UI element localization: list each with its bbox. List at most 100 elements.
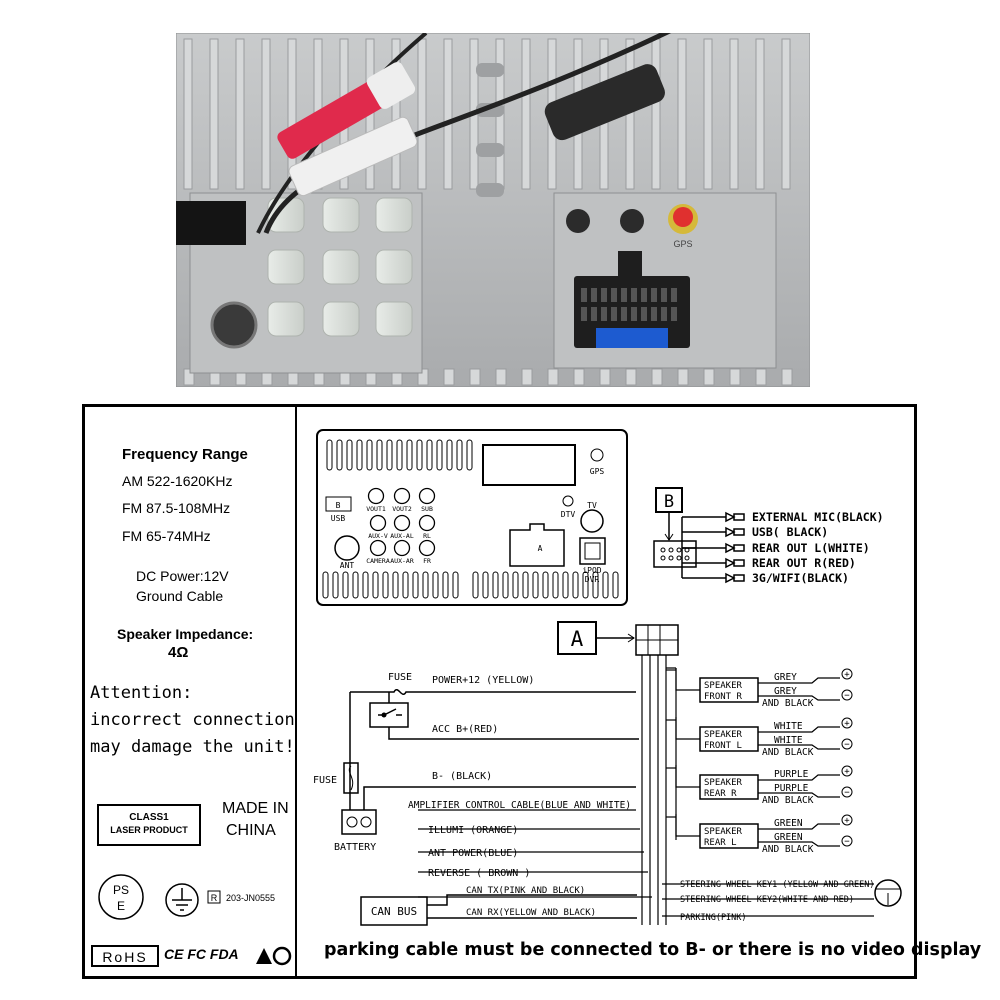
am-range: AM 522-1620KHz xyxy=(122,473,233,489)
cert-code: 203-JN0555 xyxy=(226,893,275,903)
rca-jack xyxy=(267,301,305,337)
frequency-range-title: Frequency Range xyxy=(122,446,248,463)
fin xyxy=(755,38,765,190)
gps-photo-label: GPS xyxy=(673,239,692,249)
fin xyxy=(781,38,791,190)
fin xyxy=(261,38,271,190)
fin xyxy=(469,368,481,386)
pse-text-line2: E xyxy=(117,899,125,913)
fin xyxy=(573,368,585,386)
parking-warning: parking cable must be connected to B- or… xyxy=(324,940,982,960)
white-rca-plug xyxy=(288,116,418,197)
cert-marks-row: PS R 203-JN0555 E xyxy=(98,874,275,920)
fin xyxy=(521,38,531,190)
fin xyxy=(183,38,193,190)
rohs-box: RoHS xyxy=(91,945,159,967)
fin xyxy=(417,368,429,386)
rca-jack xyxy=(267,249,305,285)
harness-pin xyxy=(581,307,587,321)
mount-slot xyxy=(476,143,504,157)
harness-pin xyxy=(601,288,607,302)
harness-pin xyxy=(611,307,617,321)
harness-pin xyxy=(631,288,637,302)
harness-pin xyxy=(641,307,647,321)
fin xyxy=(443,368,455,386)
ground-cable: Ground Cable xyxy=(136,588,224,604)
rca-jack xyxy=(322,249,360,285)
speaker-impedance-label: Speaker Impedance: xyxy=(117,626,254,642)
harness-pin xyxy=(631,307,637,321)
recycle-icon xyxy=(272,946,292,966)
attention-heading: Attention: xyxy=(90,683,193,703)
fin xyxy=(755,368,767,386)
attention-line-2: incorrect connection xyxy=(90,710,295,730)
fin xyxy=(703,38,713,190)
harness-pin xyxy=(671,288,677,302)
fm-range-1: FM 87.5-108MHz xyxy=(122,500,231,516)
fin xyxy=(209,38,219,190)
label-divider xyxy=(295,407,297,976)
red-rca-plug xyxy=(277,62,416,159)
fin xyxy=(547,368,559,386)
cert-marks: CE FC FDA xyxy=(164,946,239,962)
fin xyxy=(521,368,533,386)
mount-slot xyxy=(476,63,504,77)
fin xyxy=(651,38,661,190)
harness-pin xyxy=(601,307,607,321)
laser-product-text: LASER PRODUCT xyxy=(110,825,188,835)
harness-pin xyxy=(651,288,657,302)
harness-pin xyxy=(621,288,627,302)
harness-pin xyxy=(651,307,657,321)
port-hole xyxy=(620,209,644,233)
speaker-impedance-value: 4Ω xyxy=(168,644,189,661)
fin xyxy=(599,368,611,386)
harness-pin xyxy=(661,307,667,321)
unit-rear-photo: GPS xyxy=(176,33,810,387)
rca-jack xyxy=(322,301,360,337)
fin xyxy=(677,38,687,190)
rca-jack xyxy=(375,197,413,233)
class1-laser-box: CLASS1 LASER PRODUCT xyxy=(97,804,201,846)
rca-connector-grid xyxy=(267,197,413,337)
rca-jack xyxy=(375,249,413,285)
harness-pin xyxy=(641,288,647,302)
weee-icon xyxy=(256,948,272,964)
fin xyxy=(443,38,453,190)
fin xyxy=(235,38,245,190)
pse-icon xyxy=(98,874,144,920)
attention-line-3: may damage the unit! xyxy=(90,737,295,757)
harness-pin xyxy=(621,307,627,321)
fin xyxy=(495,368,507,386)
fin xyxy=(391,38,401,190)
fin xyxy=(625,368,637,386)
harness-pin xyxy=(581,288,587,302)
fin xyxy=(183,368,195,386)
ground-symbol-icon xyxy=(165,883,199,917)
fin xyxy=(677,368,689,386)
r-mark-icon xyxy=(207,890,221,904)
rohs-text: RoHS xyxy=(102,949,148,965)
fin xyxy=(287,38,297,190)
harness-pin xyxy=(611,288,617,302)
mount-slot xyxy=(476,183,504,197)
harness-pin xyxy=(591,307,597,321)
fm-range-2: FM 65-74MHz xyxy=(122,528,211,544)
made-in-line-2: CHINA xyxy=(226,822,276,839)
rca-jack xyxy=(375,301,413,337)
fin xyxy=(729,38,739,190)
r-mark-text: R xyxy=(211,893,218,903)
fin xyxy=(729,368,741,386)
fin xyxy=(781,368,793,386)
fin xyxy=(651,368,663,386)
harness-pin xyxy=(671,307,677,321)
rca-jack xyxy=(322,197,360,233)
made-in-line-1: MADE IN xyxy=(222,800,289,817)
fin xyxy=(703,368,715,386)
harness-pin xyxy=(591,288,597,302)
port-hole xyxy=(566,209,590,233)
fin xyxy=(417,38,427,190)
harness-pin xyxy=(661,288,667,302)
dc-power: DC Power:12V xyxy=(136,568,229,584)
antenna-socket xyxy=(210,301,258,349)
pse-text: PS xyxy=(113,883,129,897)
